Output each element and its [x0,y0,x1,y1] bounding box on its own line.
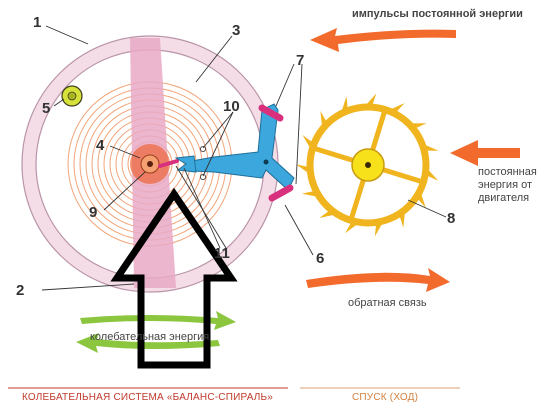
caption-constant-energy-line2: энергия от [478,179,533,191]
impulse-arrow [310,28,456,52]
leader-lines [41,25,447,291]
caption-oscillating-energy: колебательная энергия [90,331,210,343]
label-4: 4 [96,137,105,154]
escape-wheel-tooth [419,142,439,151]
label-6: 6 [316,250,325,267]
escape-wheel-tooth [398,206,406,228]
label-2: 2 [16,282,25,299]
exit-pallet [268,184,294,202]
escape-wheel-tooth [385,103,405,116]
footer-right: СПУСК (ХОД) [352,392,419,403]
label-3: 3 [232,22,241,39]
label-1: 1 [33,14,42,31]
escape-wheel-spoke [349,175,367,221]
escape-wheel-tooth [320,110,329,133]
escape-wheel-axle [365,162,371,168]
caption-feedback: обратная связь [348,297,427,309]
escape-wheel-spoke [378,166,424,184]
label-8: 8 [447,210,456,227]
caption-constant-energy-line1: постоянная [478,166,537,178]
caption-impulses: импульсы постоянной энергии [352,8,523,20]
caption-constant-energy-line3: двигателя [478,192,530,204]
escape-wheel-tooth [340,96,349,117]
label-7: 7 [296,52,305,69]
escape-wheel-spoke [369,109,387,155]
escape-wheel-tooth [296,164,314,177]
lever-pivot [263,159,269,165]
escape-wheel-tooth [345,219,363,234]
feedback-arrow [306,268,450,292]
label-11: 11 [214,245,230,262]
balance-screw-center [67,91,77,101]
escape-wheel [296,93,439,237]
constant-energy-arrow [450,140,520,166]
entry-pallet [258,104,284,122]
impulse-pin [158,159,179,168]
escape-wheel-tooth [301,190,323,198]
escape-wheel-tooth [374,218,386,237]
escape-wheel-tooth [423,165,439,181]
pallet-lever [174,103,295,191]
escape-wheel-tooth [319,208,340,218]
label-10: 10 [223,98,240,115]
escape-wheel-tooth [302,135,316,154]
oscillation-arrow-right [80,311,236,330]
caption-constant-energy: постоянная энергия от двигателя [478,166,537,205]
balance-staff [147,161,153,167]
oscillation-arrow-left [76,333,220,353]
label-9: 9 [89,204,98,221]
escape-wheel-spoke [312,146,358,164]
pin-dot-bottom [199,173,206,180]
pointer-arrow [110,187,238,369]
pin-dot-top [199,145,206,152]
escape-wheel-tooth [405,123,427,130]
escape-wheel-tooth [414,187,426,208]
escape-wheel-tooth [362,93,377,110]
footer-left: КОЛЕБАТЕЛЬНАЯ СИСТЕМА «БАЛАНС-СПИРАЛЬ» [22,392,274,403]
label-5: 5 [42,100,51,117]
